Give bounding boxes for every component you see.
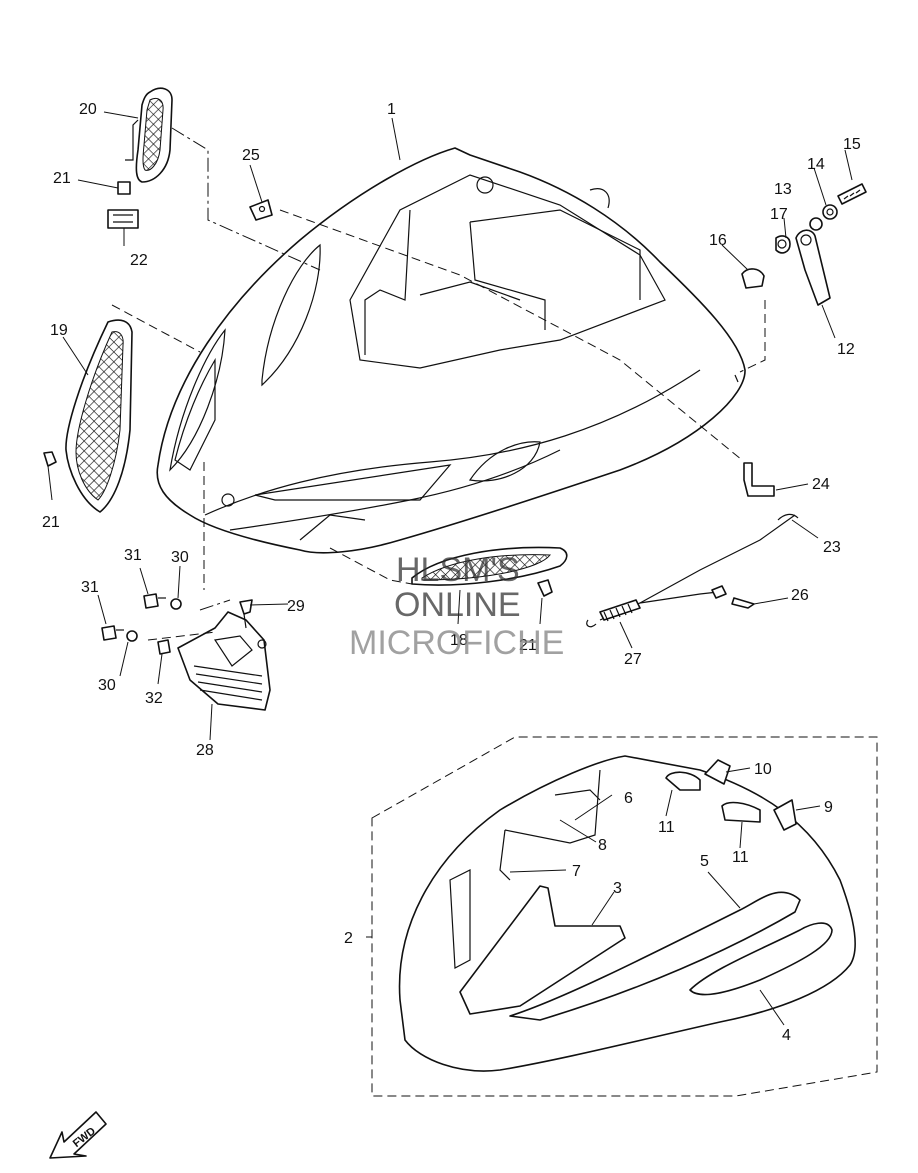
- callout-19: 19: [50, 322, 68, 339]
- arrow-fwd-icon: FWD: [49, 1111, 107, 1159]
- front-hood-part: [156, 147, 746, 554]
- side-bracket-part: [249, 199, 775, 497]
- callout-9: 9: [824, 799, 833, 816]
- callout-11-right: 11: [732, 849, 749, 866]
- callout-20: 20: [79, 101, 97, 118]
- callout-6: 6: [624, 790, 633, 807]
- hinge-bracket-part: [741, 183, 867, 306]
- callout-15: 15: [843, 136, 861, 153]
- callout-24: 24: [812, 476, 830, 493]
- latch-assembly-part: [101, 593, 271, 711]
- callout-labels: 1 2 3 4 5 6 7 8 9 10 11 11 12 13 14 15 1…: [42, 101, 861, 1044]
- upper-left-grille-part: [107, 87, 173, 229]
- callout-8: 8: [598, 837, 607, 854]
- watermark: HLSM'S ONLINE MICROFICHE: [349, 551, 564, 662]
- callout-21-top: 21: [53, 170, 71, 187]
- callout-7: 7: [572, 863, 581, 880]
- callout-10: 10: [754, 761, 772, 778]
- watermark-line-1: HLSM'S: [396, 551, 520, 589]
- watermark-line-3: MICROFICHE: [349, 624, 564, 662]
- callout-16: 16: [709, 232, 727, 249]
- callout-32: 32: [145, 690, 163, 707]
- callout-3: 3: [613, 880, 622, 897]
- watermark-line-2: ONLINE: [394, 586, 521, 624]
- callout-25: 25: [242, 147, 260, 164]
- callout-11-left: 11: [658, 819, 675, 836]
- callout-21-left: 21: [42, 514, 60, 531]
- leader-lines: [47, 111, 853, 1026]
- callout-12: 12: [837, 341, 855, 358]
- release-cable-part: [586, 513, 799, 628]
- callout-22: 22: [130, 252, 148, 269]
- callout-26: 26: [791, 587, 809, 604]
- callout-5: 5: [700, 853, 709, 870]
- callout-31-bottom: 31: [81, 579, 99, 596]
- callout-2: 2: [344, 930, 353, 947]
- callout-30-top: 30: [171, 549, 189, 566]
- left-grille-part: [43, 319, 133, 513]
- callout-30-bottom: 30: [98, 677, 116, 694]
- callout-28: 28: [196, 742, 214, 759]
- callout-31-top: 31: [124, 547, 142, 564]
- callout-17: 17: [770, 206, 788, 223]
- callout-27: 27: [624, 651, 642, 668]
- callout-13: 13: [774, 181, 792, 198]
- callout-23: 23: [823, 539, 841, 556]
- callout-4: 4: [782, 1027, 791, 1044]
- callout-18: 18: [450, 632, 468, 649]
- callout-14: 14: [807, 156, 825, 173]
- callout-1: 1: [387, 101, 396, 118]
- callout-21-center: 21: [519, 637, 537, 654]
- inset-frame: [371, 736, 878, 1097]
- callout-29: 29: [287, 598, 305, 615]
- center-grille-part: [411, 546, 568, 597]
